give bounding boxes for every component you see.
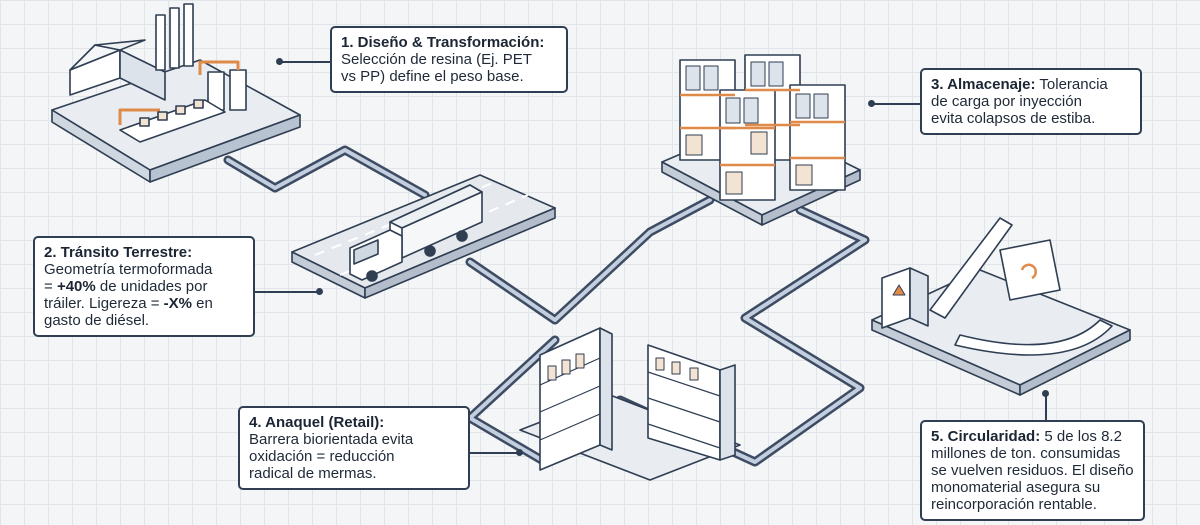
recycle-symbol-icon (892, 284, 906, 296)
callout-transit-line-2-suffix: de unidades por (95, 278, 208, 295)
callout-retail-line-1: Barrera biorientada evita (249, 431, 414, 448)
warehouse-rack-icon (661, 54, 861, 226)
callout-circular-line-1: millones de ton. consumidas (931, 445, 1121, 462)
callout-retail-line-2: oxidación = reducción (249, 448, 395, 465)
callout-transit-line-3-prefix: tráiler. Ligereza = (44, 295, 164, 312)
leader-dot-storage (868, 100, 875, 107)
callout-retail-line-3: radical de mermas. (249, 465, 377, 482)
callout-transit-line-2-prefix: = (44, 278, 57, 295)
callout-circular-line-2: se vuelven residuos. El diseño (931, 462, 1134, 479)
callout-circular-line-4: reincorporación rentable. (931, 496, 1097, 513)
callout-retail-title: 4. Anaquel (Retail): (249, 414, 385, 431)
callout-transit-line-3-value: -X% (163, 295, 192, 312)
callout-storage-title: 3. Almacenaje: (931, 76, 1036, 93)
callout-storage-line-2: evita colapsos de estiba. (931, 110, 1096, 127)
factory-icon (51, 3, 301, 183)
leader-dot-retail (516, 449, 523, 456)
leader-line-storage (872, 103, 922, 105)
lifecycle-path (223, 145, 870, 467)
callout-retail: 4. Anaquel (Retail): Barrera biorientada… (238, 406, 470, 490)
callout-transit-line-3-suffix: en (192, 295, 213, 312)
leader-dot-design (276, 58, 283, 65)
callout-transit-line-4: gasto de diésel. (44, 312, 150, 329)
callout-storage: 3. Almacenaje: Tolerancia de carga por i… (920, 68, 1142, 135)
callout-circular-line-3: monomaterial asegura su (931, 479, 1101, 496)
leader-dot-transit (316, 288, 323, 295)
callout-storage-title-tail: Tolerancia (1035, 76, 1108, 93)
leader-line-design (280, 61, 332, 63)
truck-icon (291, 174, 556, 299)
leader-line-retail (470, 452, 520, 454)
recycling-plant-icon (871, 217, 1131, 396)
callout-design: 1. Diseño & Transformación: Selección de… (330, 26, 568, 93)
leader-dot-circular (1042, 390, 1049, 397)
callout-transit: 2. Tránsito Terrestre: Geometría termofo… (33, 236, 255, 337)
callout-design-line-1: Selección de resina (Ej. PET (341, 51, 532, 68)
leader-line-circular (1045, 393, 1047, 421)
callout-transit-line-1: Geometría termoformada (44, 261, 213, 278)
callout-transit-title: 2. Tránsito Terrestre: (44, 244, 193, 261)
callout-circular-title: 5. Circularidad: (931, 428, 1041, 445)
callout-design-title: 1. Diseño & Transformación: (341, 34, 545, 51)
callout-storage-line-1: de carga por inyección (931, 93, 1082, 110)
retail-shelf-icon (519, 327, 741, 481)
callout-circular: 5. Circularidad: 5 de los 8.2 millones d… (920, 420, 1145, 521)
leader-line-transit (255, 291, 320, 293)
callout-transit-line-2-value: +40% (56, 278, 96, 295)
callout-design-line-2: vs PP) define el peso base. (341, 68, 524, 85)
callout-circular-title-tail: 5 de los 8.2 (1040, 428, 1122, 445)
